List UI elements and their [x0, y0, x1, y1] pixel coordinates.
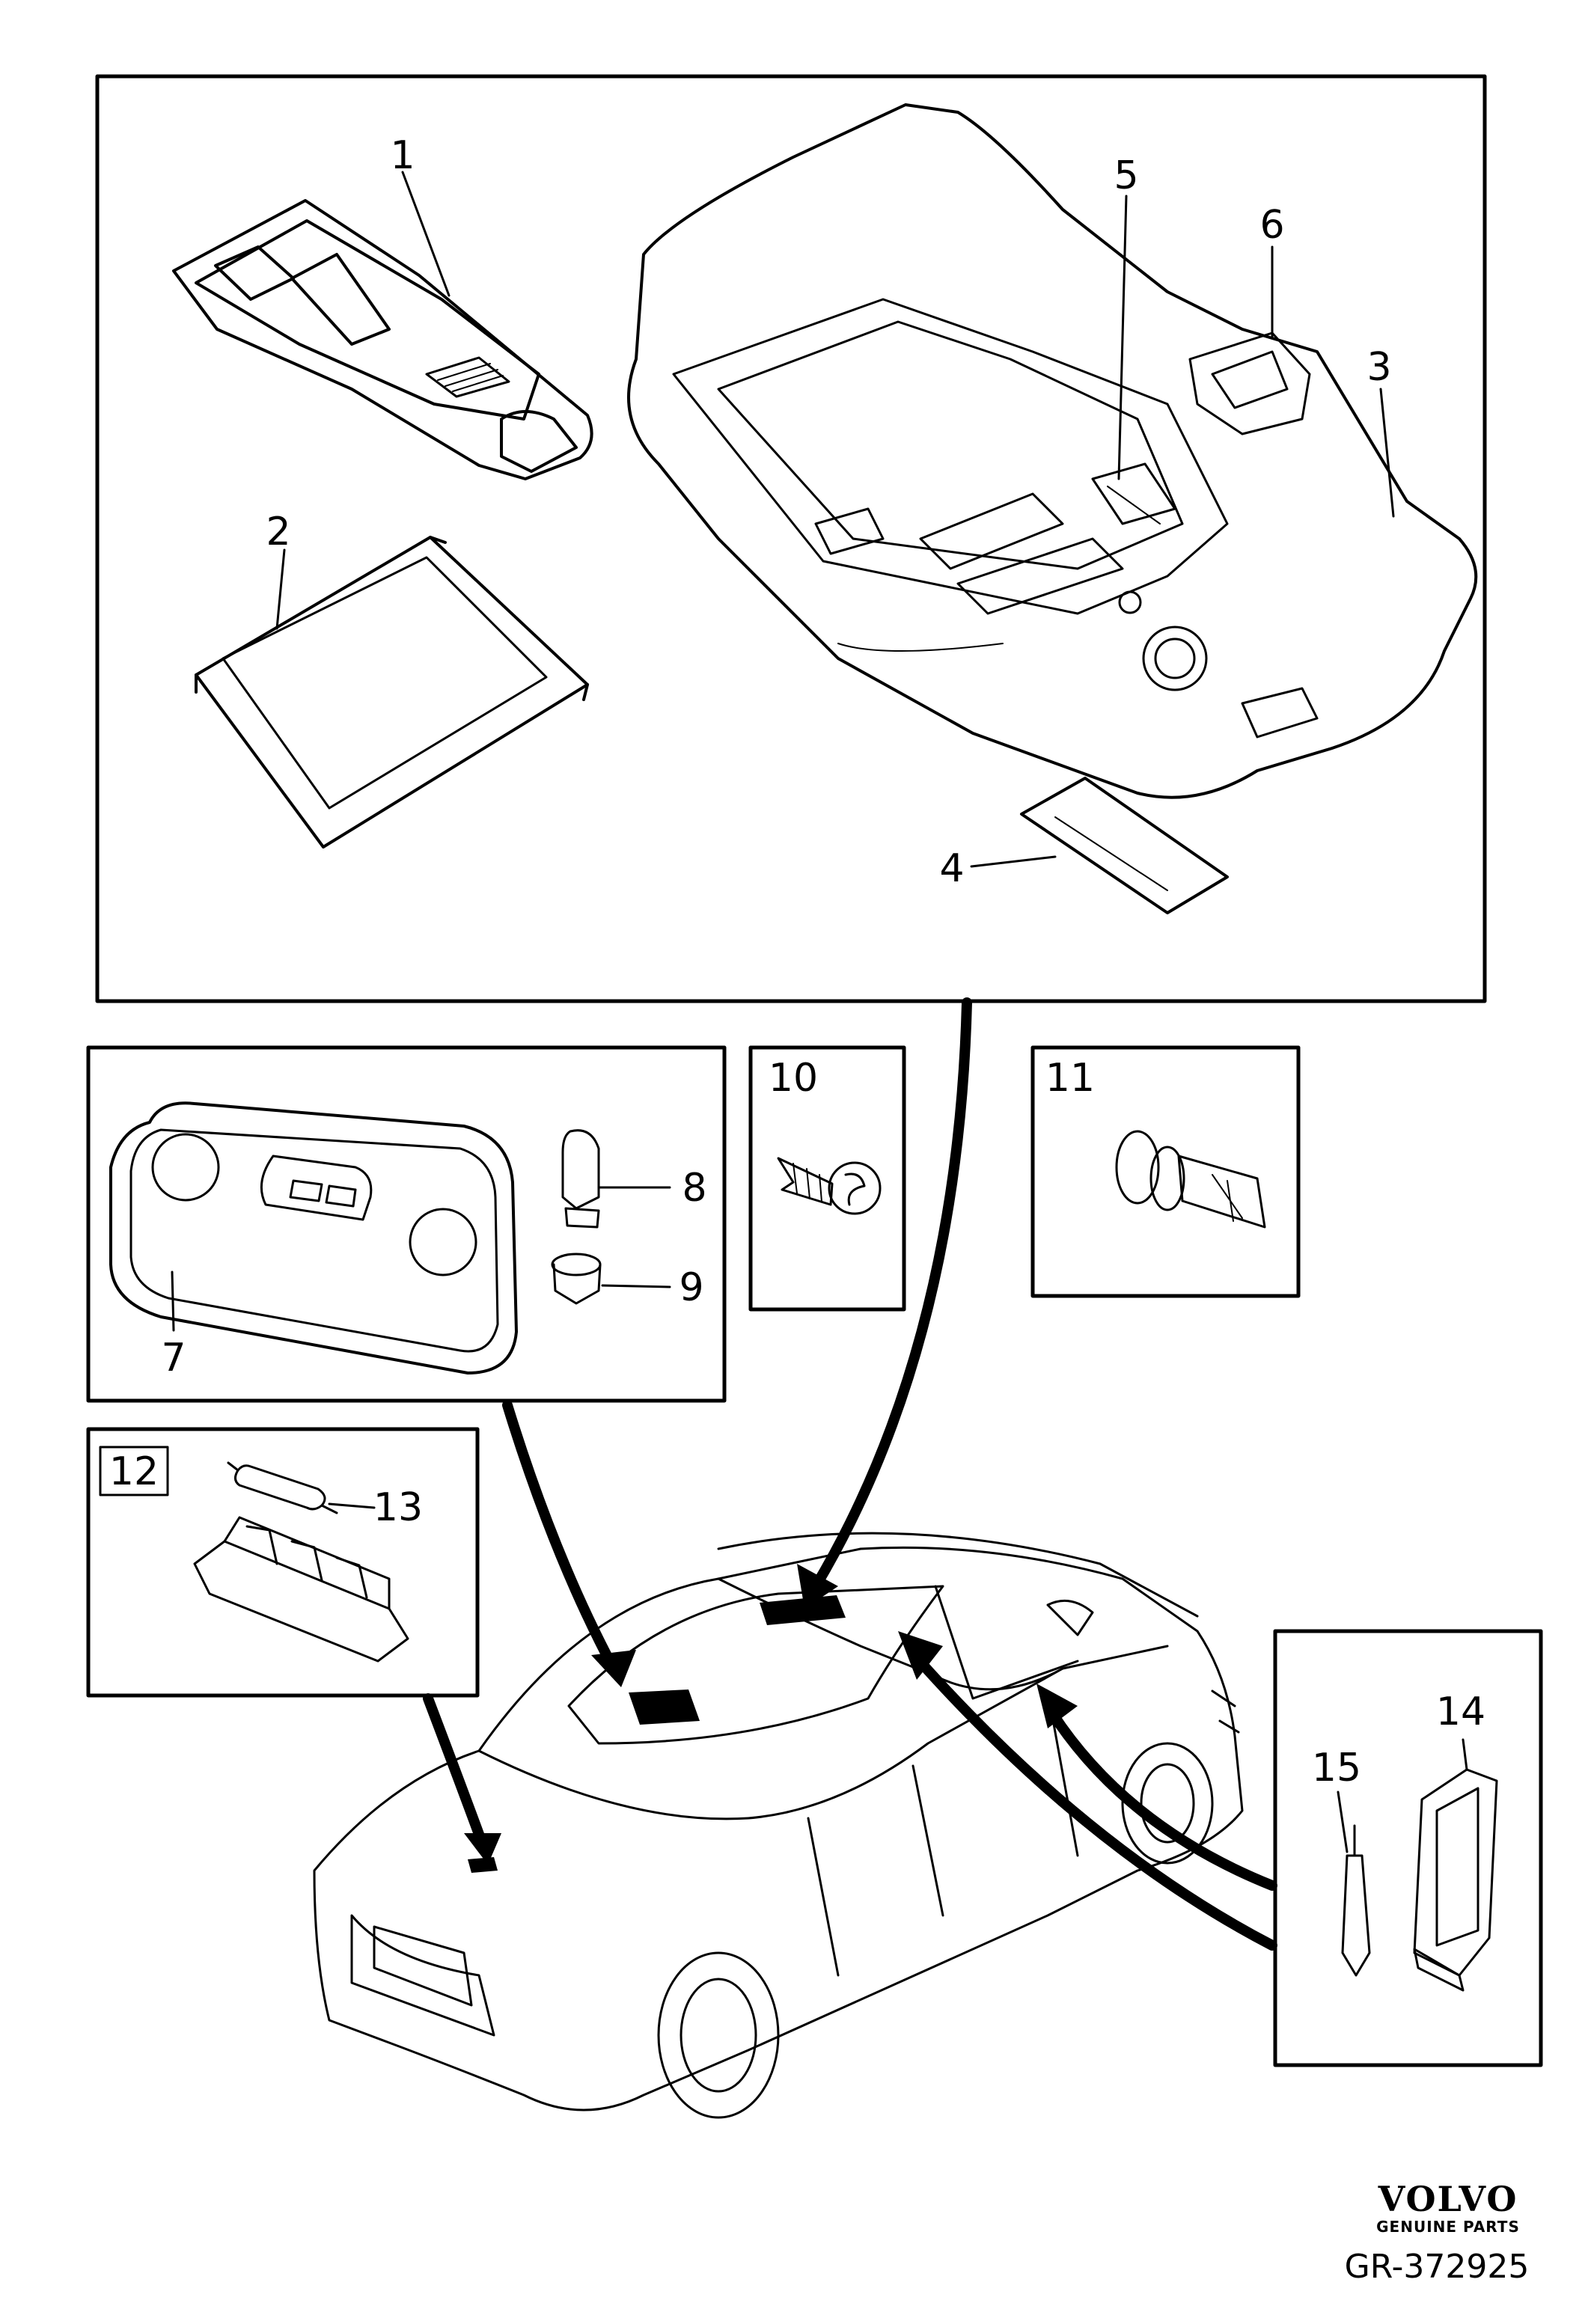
part-3-console-housing — [627, 103, 1478, 799]
callout-4: 4 — [939, 846, 964, 891]
screw-box — [748, 1045, 906, 1312]
leader-7 — [171, 1270, 175, 1332]
leader-14 — [1462, 1738, 1468, 1771]
trunk-lamp-box — [86, 1427, 480, 1698]
brand-subtitle: GENUINE PARTS — [1376, 2218, 1520, 2236]
courtesy-lamp-box — [86, 1045, 727, 1403]
leader-3 — [1379, 388, 1395, 518]
leader-2 — [275, 548, 286, 630]
brand-logo: VOLVO GENUINE PARTS — [1355, 2180, 1542, 2236]
part-5-switch — [1091, 462, 1176, 525]
callout-1: 1 — [390, 133, 415, 178]
part-8-bulb — [561, 1129, 600, 1229]
part-13-festoon-bulb — [227, 1461, 338, 1514]
callout-2: 2 — [266, 510, 290, 554]
glovebox-lamp-box — [1273, 1629, 1543, 2067]
pointer-arrows — [423, 997, 1277, 1951]
marker-roof-rear — [629, 1690, 700, 1725]
leader-1 — [401, 171, 451, 297]
callout-9: 9 — [679, 1265, 703, 1310]
brand-name: VOLVO — [1378, 2179, 1518, 2219]
part-12-trunk-lamp — [193, 1516, 409, 1663]
callout-14: 14 — [1436, 1690, 1485, 1734]
drawing-number: GR-372925 — [1344, 2248, 1530, 2286]
leader-15 — [1337, 1791, 1349, 1853]
callout-6: 6 — [1259, 203, 1284, 248]
part-7-courtesy-lamp — [109, 1101, 518, 1374]
part-6-bracket — [1188, 331, 1311, 435]
part-15-festoon-bulb — [1341, 1824, 1371, 1977]
callout-5: 5 — [1114, 153, 1138, 198]
part-14-glovebox-lamp — [1413, 1768, 1498, 1992]
car-illustration — [313, 1532, 1244, 2119]
leader-5 — [1117, 195, 1128, 480]
callout-3: 3 — [1366, 345, 1391, 390]
callout-7: 7 — [161, 1336, 186, 1380]
callout-11: 11 — [1045, 1056, 1095, 1101]
callout-8: 8 — [682, 1166, 706, 1211]
part-11-clip — [1115, 1130, 1266, 1229]
leader-4 — [970, 855, 1057, 868]
marker-trunk — [468, 1857, 498, 1873]
console-assembly-box — [95, 74, 1487, 1003]
marker-roof-front — [760, 1595, 846, 1625]
callout-12-frame — [99, 1446, 169, 1496]
part-9-socket — [551, 1253, 602, 1305]
leader-9 — [601, 1284, 671, 1288]
callout-15: 15 — [1312, 1746, 1361, 1791]
part-10-screw — [777, 1157, 882, 1215]
callout-13: 13 — [373, 1485, 423, 1530]
leader-13 — [328, 1502, 376, 1509]
part-2-lens — [195, 536, 589, 848]
part-4-lens-strip — [1020, 777, 1229, 914]
part-1-cover — [172, 199, 593, 480]
pointer-arrowheads — [464, 1564, 1078, 1865]
callout-10: 10 — [769, 1056, 818, 1101]
clip-box — [1030, 1045, 1301, 1298]
callout-12: 12 — [109, 1449, 159, 1494]
